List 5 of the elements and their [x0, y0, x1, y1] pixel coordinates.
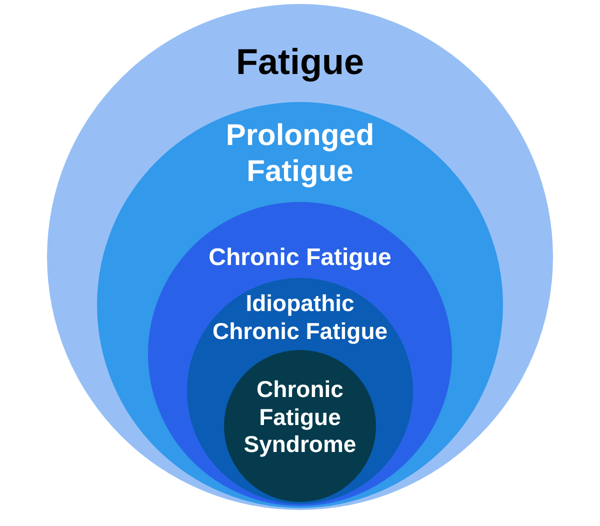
- circle-label: Chronic Fatigue: [208, 244, 392, 273]
- circle-label: Fatigue: [234, 40, 365, 84]
- circle-label: Prolonged Fatigue: [224, 118, 376, 190]
- circle-label: Idiopathic Chronic Fatigue: [211, 290, 389, 346]
- circle-label: Chronic Fatigue Syndrome: [242, 376, 358, 459]
